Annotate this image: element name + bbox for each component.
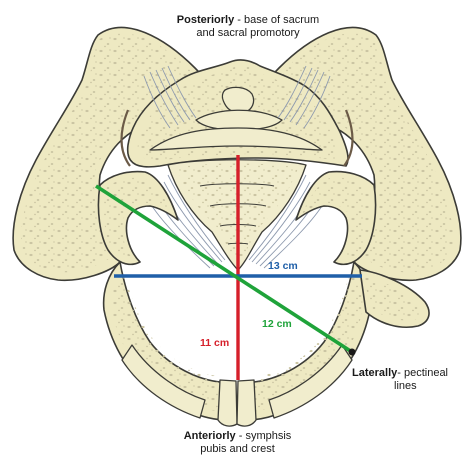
anteroposterior-measurement-label: 11 cm (200, 337, 230, 349)
pubic-rami (102, 261, 430, 427)
anterior-label-title: Anteriorly (183, 430, 236, 442)
anterior-label: Anteriorly - symphsis pubis and crest (155, 430, 320, 456)
posterior-label: Posteriorly - base of sacrum and sacral … (148, 14, 348, 40)
pelvic-brim (97, 170, 377, 266)
anterior-label-text: - symphsis (235, 430, 292, 442)
posterior-label-title: Posteriorly (176, 14, 235, 26)
posterior-ligaments (120, 65, 354, 167)
posterior-label-text: - base of sacrum (234, 14, 320, 26)
oblique-measurement-label: 12 cm (262, 318, 292, 330)
oblique-diameter-line (95, 184, 353, 354)
lateral-label: Laterally- pectineal lines (352, 367, 472, 393)
oblique-line-end-dot (348, 348, 356, 356)
measurement-lines (95, 155, 362, 380)
lateral-label-line2: lines (394, 380, 417, 392)
lateral-label-title: Laterally (352, 367, 398, 379)
posterior-label-line2: and sacral promotory (196, 27, 300, 39)
anterior-label-line2: pubis and crest (200, 443, 275, 455)
lateral-label-text: - pectineal (397, 367, 449, 379)
transverse-measurement-label: 13 cm (268, 260, 298, 272)
sacrum (126, 59, 349, 168)
